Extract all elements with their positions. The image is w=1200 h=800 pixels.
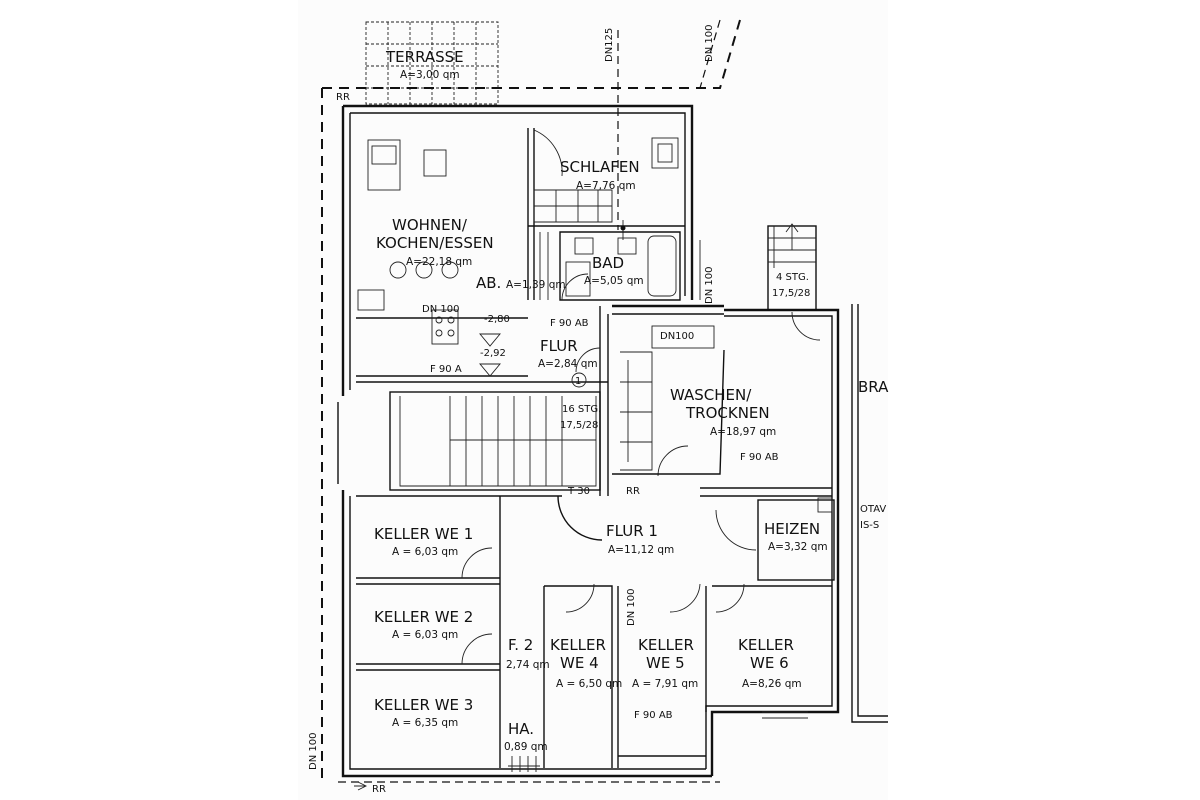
heizen-label: HEIZEN [764, 520, 820, 538]
paper [298, 0, 888, 800]
rr-mid-label: RR [626, 486, 640, 497]
stair-number: 1 [575, 376, 581, 387]
keller4-label-line2: WE 4 [560, 654, 599, 672]
dn100-flur1-label: DN 100 [626, 589, 637, 626]
main-staircase [389, 372, 601, 491]
waschen-label-line2: TROCKNEN [685, 404, 770, 422]
terrace-paving [365, 21, 499, 105]
flur1-area: A=11,12 qm [608, 544, 674, 556]
side-staircase [767, 223, 821, 341]
dn100-bad-label: DN 100 [704, 267, 715, 304]
furniture [357, 137, 679, 345]
keller1-area: A = 6,03 qm [392, 546, 458, 558]
side-stair-steps: 4 STG. [776, 272, 809, 283]
keller6-area: A=8,26 qm [742, 678, 802, 690]
bad-area: A=5,05 qm [584, 275, 644, 287]
waschen-fixtures [612, 325, 832, 497]
otav-label: OTAV [860, 504, 886, 515]
iss-label: IS-S [860, 520, 879, 531]
f90ab-wash-label: F 90 AB [740, 452, 779, 463]
bad-label: BAD [592, 254, 624, 272]
dn100-kitchen-label: DN 100 [422, 304, 459, 315]
waschen-label-line1: WASCHEN/ [670, 386, 752, 404]
bra-label: BRA [858, 378, 889, 396]
flur-label: FLUR [540, 337, 578, 355]
doors-upper [533, 129, 601, 373]
keller4-label-line1: KELLER [550, 636, 606, 654]
ab-area: A=1,39 qm [506, 279, 566, 291]
ha-area: 0,89 qm [504, 741, 548, 753]
ab-label: AB. [476, 274, 501, 292]
heizen-area: A=3,32 qm [768, 541, 828, 553]
pipe-lines [617, 30, 701, 300]
f90ab-keller-label: F 90 AB [634, 710, 673, 721]
flur1-label: FLUR 1 [606, 522, 658, 540]
terrasse-label: TERRASSE [385, 48, 464, 66]
stair-steps: 16 STG. [562, 404, 601, 415]
keller2-label: KELLER WE 2 [374, 608, 473, 626]
keller6-label-line1: KELLER [738, 636, 794, 654]
f90a-kitchen-label: F 90 A [430, 364, 462, 375]
ha-connections [508, 756, 540, 772]
level1-label: -2,80 [484, 314, 510, 325]
keller4-area: A = 6,50 qm [556, 678, 622, 690]
neighbour-building [851, 304, 888, 723]
stair-ratio: 17,5/28 [560, 420, 598, 431]
keller3-label: KELLER WE 3 [374, 696, 473, 714]
level-markers [479, 333, 501, 377]
t30-label: T 30 [567, 486, 590, 497]
f2-area: 2,74 qm [506, 659, 550, 671]
schlafen-area: A=7,76 qm [576, 180, 636, 192]
side-stair-ratio: 17,5/28 [772, 288, 810, 299]
property-boundary [321, 19, 741, 783]
flur-area: A=2,84 qm [538, 358, 598, 370]
waschen-area: A=18,97 qm [710, 426, 776, 438]
dn100-left-label: DN 100 [308, 733, 319, 770]
keller2-area: A = 6,03 qm [392, 629, 458, 641]
keller1-label: KELLER WE 1 [374, 525, 473, 543]
dn100-top-label: DN 100 [704, 25, 715, 62]
schlafen-label: SCHLAFEN [560, 158, 640, 176]
interior-walls-lower [337, 402, 832, 768]
f90ab-flur-label: F 90 AB [550, 318, 589, 329]
exterior-walls [341, 104, 840, 778]
terrasse-area: A=3,00 qm [400, 69, 460, 81]
heizen-room [715, 497, 835, 581]
wohnen-area: A=22,18 qm [406, 256, 472, 268]
keller3-area: A = 6,35 qm [392, 717, 458, 729]
rr-top-label: RR [336, 92, 350, 103]
keller5-area: A = 7,91 qm [632, 678, 698, 690]
dn100-wash-label: DN100 [660, 331, 694, 342]
keller5-label-line1: KELLER [638, 636, 694, 654]
keller6-label-line2: WE 6 [750, 654, 789, 672]
wohnen-label-line1: WOHNEN/ [392, 216, 468, 234]
wohnen-label-line2: KOCHEN/ESSEN [376, 234, 494, 252]
rr-bottom-label: RR [372, 784, 386, 795]
rr-bottom-arrow [354, 781, 368, 791]
ha-label: HA. [508, 720, 534, 738]
keller5-label-line2: WE 5 [646, 654, 685, 672]
level2-label: -2,92 [480, 348, 506, 359]
dn125-label: DN125 [604, 28, 615, 62]
f2-label: F. 2 [508, 636, 533, 654]
